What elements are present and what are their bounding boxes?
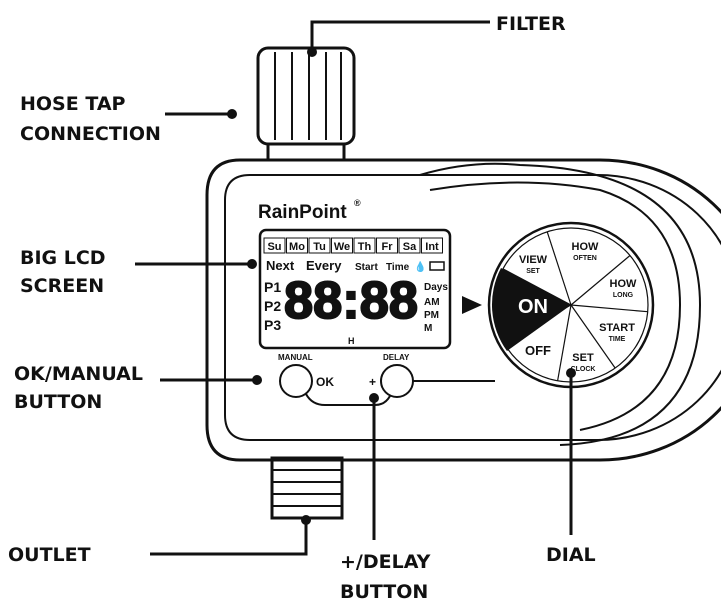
lcd-every: Every: [306, 258, 342, 273]
dial[interactable]: ON OFF VIEW SET HOW OFTEN HOW LONG START…: [487, 221, 655, 389]
lcd-p1: P1: [264, 279, 281, 295]
label-hose-tap-2: CONNECTION: [20, 123, 161, 145]
dial-start-sub: TIME: [609, 336, 626, 343]
lcd-day-box: [376, 237, 398, 254]
dial-off: OFF: [525, 343, 551, 358]
label-delay-2: BUTTON: [340, 581, 428, 603]
dial-set: SET: [572, 352, 594, 364]
brand-logo: RainPoint: [258, 202, 347, 223]
dial-divider: [557, 304, 572, 381]
lcd-m: M: [424, 323, 432, 334]
manual-label: MANUAL: [278, 353, 313, 362]
dial-how-long-sub: LONG: [613, 292, 634, 299]
dial-how-often-sub: OFTEN: [573, 255, 597, 262]
lcd-h: H: [348, 336, 355, 346]
lcd-day: Su: [267, 241, 281, 253]
lcd-digits: 88:88: [284, 272, 418, 330]
device-body: [205, 158, 721, 462]
filter-cap: [256, 46, 356, 162]
lcd-day: Int: [425, 241, 439, 253]
lcd-day: Fr: [382, 241, 394, 253]
delay-label: DELAY: [383, 353, 410, 362]
label-outlet: OUTLET: [8, 544, 91, 566]
lcd-day-box: [353, 237, 376, 254]
ok-label: OK: [316, 375, 334, 389]
lcd-day-box: [421, 237, 443, 254]
callout-lines: [135, 20, 576, 556]
water-drop-icon: 💧: [414, 260, 426, 273]
dial-pointer-icon: [462, 296, 482, 314]
label-ok-manual-2: BUTTON: [14, 391, 102, 413]
ok-manual-button[interactable]: [279, 364, 313, 398]
lcd-day-box: [263, 237, 286, 254]
dial-view: VIEW: [519, 254, 548, 266]
label-delay-1: +/DELAY: [340, 551, 431, 573]
battery-icon: [429, 261, 445, 271]
lcd-pm: PM: [424, 310, 439, 321]
lcd-am: AM: [424, 297, 440, 308]
lcd-time: Time: [386, 262, 410, 273]
label-ok-manual-1: OK/MANUAL: [14, 363, 143, 385]
dial-divider: [570, 304, 648, 313]
label-lcd-1: BIG LCD: [20, 247, 106, 269]
dial-how-long: HOW: [610, 278, 638, 290]
dial-on: ON: [518, 296, 548, 318]
label-hose-tap-1: HOSE TAP: [20, 93, 126, 115]
lcd-day: Th: [358, 241, 372, 253]
lcd-start: Start: [355, 262, 378, 273]
lcd-days: Days: [424, 282, 448, 293]
lcd-day: We: [334, 241, 350, 253]
lcd-next: Next: [266, 258, 295, 273]
outlet-thread: [270, 456, 344, 520]
label-lcd-2: SCREEN: [20, 275, 104, 297]
lcd-day: Mo: [289, 241, 305, 253]
lcd-day-box: [286, 237, 308, 254]
dial-start: START: [599, 322, 635, 334]
label-filter: FILTER: [496, 13, 566, 35]
dial-divider: [502, 268, 572, 306]
plus-label: +: [369, 375, 376, 389]
lcd-day-box: [331, 237, 353, 254]
lcd-day-box: [308, 237, 331, 254]
lcd-day: Tu: [313, 241, 326, 253]
dial-divider: [570, 255, 631, 306]
dial-view-sub: SET: [526, 268, 540, 275]
dial-how-often: HOW: [572, 241, 600, 253]
lcd-p3: P3: [264, 317, 281, 333]
dial-divider: [546, 231, 572, 306]
dial-divider: [570, 304, 616, 369]
label-dial: DIAL: [546, 544, 596, 566]
delay-button[interactable]: [380, 364, 414, 398]
brand-registered-mark: ®: [354, 198, 361, 208]
lcd-day-box: [398, 237, 421, 254]
lcd-p2: P2: [264, 298, 281, 314]
dial-on-segment[interactable]: [491, 268, 571, 351]
lcd-day: Sa: [403, 241, 417, 253]
dial-set-sub: CLOCK: [571, 366, 596, 373]
